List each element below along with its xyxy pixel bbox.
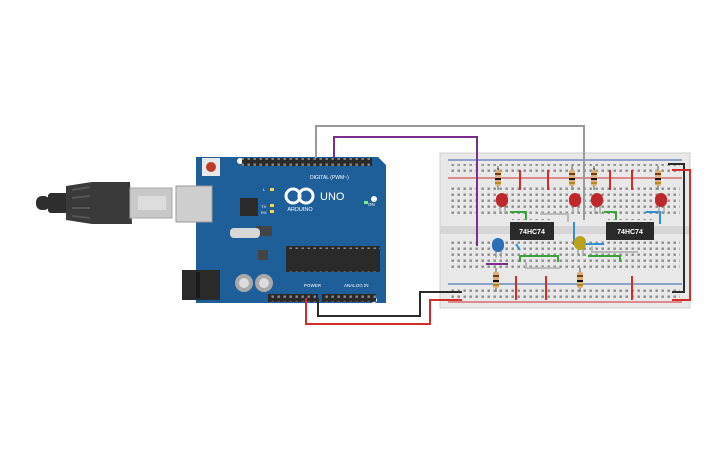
led-blue xyxy=(492,238,504,258)
arduino-uno-board[interactable]: ARDUINO UNO DIGITAL (PWM~) POWER ANALOG … xyxy=(175,157,386,303)
led-yellow xyxy=(574,236,586,256)
atmega-chip xyxy=(286,246,380,272)
led-red-4 xyxy=(655,193,667,214)
crystal xyxy=(230,228,260,238)
on-label: ON xyxy=(368,202,375,207)
chip-74hc74-2[interactable]: 74HC74 xyxy=(606,219,654,243)
resistor-4 xyxy=(655,166,661,190)
led-red-1 xyxy=(496,193,508,214)
usb-chip xyxy=(240,198,258,216)
chip-2-label: 74HC74 xyxy=(617,229,643,236)
arduino-brand-label: ARDUINO xyxy=(287,207,313,213)
jumper-wires[interactable] xyxy=(486,168,661,300)
resistor-6 xyxy=(577,268,583,292)
arduino-model-label: UNO xyxy=(320,191,345,203)
wire-red-right[interactable] xyxy=(672,169,691,301)
wire-black-right[interactable] xyxy=(668,163,685,293)
chip-1-label: 74HC74 xyxy=(519,229,545,236)
power-jack xyxy=(182,270,220,300)
wire-purple[interactable] xyxy=(333,136,478,246)
power-label: POWER xyxy=(304,283,322,288)
resistor-2 xyxy=(569,166,575,190)
resistor-5 xyxy=(493,268,499,292)
digital-label: DIGITAL (PWM~) xyxy=(310,175,349,181)
wire-gray[interactable] xyxy=(315,125,585,220)
led-red-2 xyxy=(569,193,581,214)
resistor-3 xyxy=(591,166,597,190)
led-red-3 xyxy=(591,193,603,214)
wire-red-5v[interactable] xyxy=(305,298,462,325)
resistors[interactable] xyxy=(493,166,661,292)
l-label: L xyxy=(263,187,266,192)
tx-label: TX xyxy=(261,204,266,209)
resistor-1 xyxy=(495,166,501,190)
wire-black-gnd[interactable] xyxy=(317,291,462,317)
chip-74hc74-1[interactable]: 74HC74 xyxy=(510,219,554,243)
leds[interactable] xyxy=(492,193,667,258)
analog-label: ANALOG IN xyxy=(344,283,369,288)
reset-button-cap xyxy=(206,162,216,172)
rx-label: RX xyxy=(261,210,267,215)
usb-b-port xyxy=(175,185,213,223)
arduino-logo xyxy=(284,187,315,205)
usb-cable[interactable] xyxy=(36,182,173,224)
